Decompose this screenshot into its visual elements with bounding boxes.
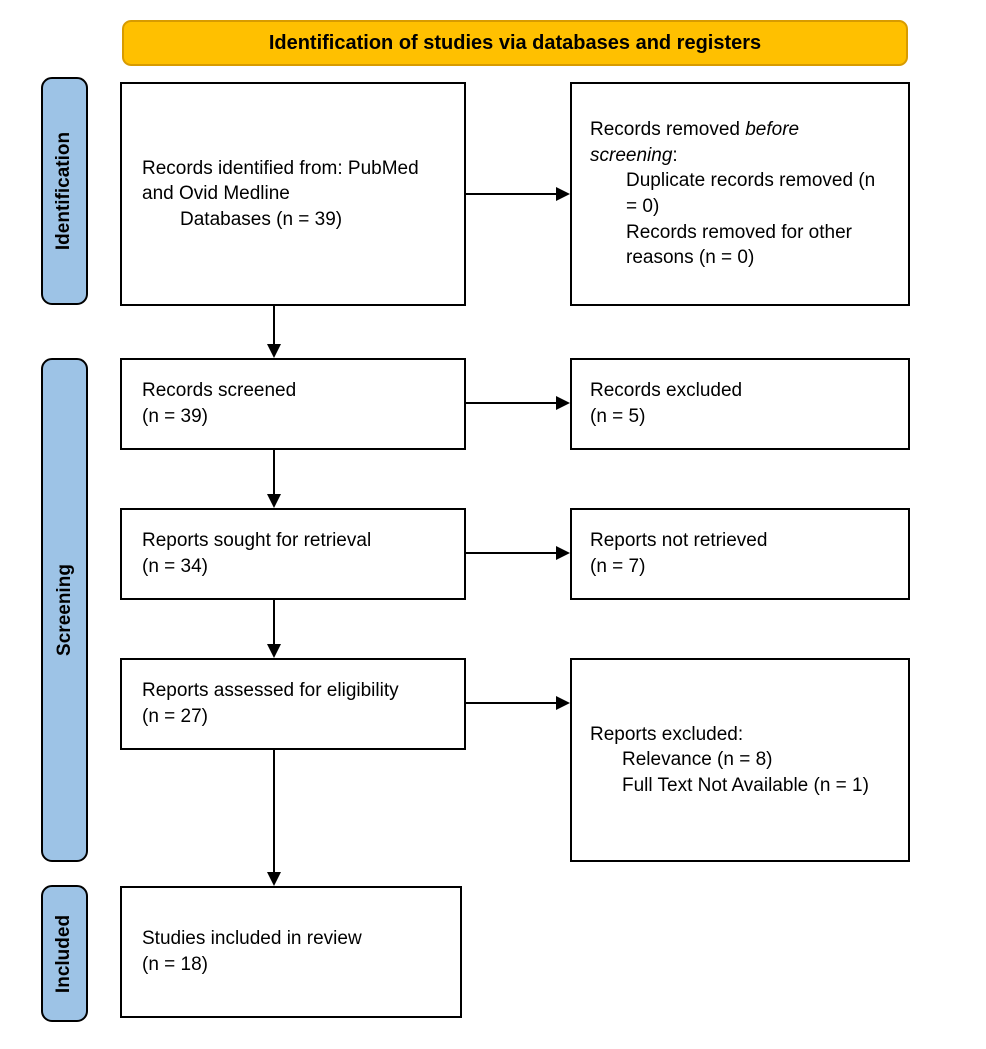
reports-not-retrieved-box: Reports not retrieved (n = 7) (570, 508, 910, 600)
records-identified-text: Records identified from: PubMed and Ovid… (142, 157, 419, 205)
reports-excluded-item-relevance: Relevance (n = 8) (622, 749, 773, 771)
stage-label-screening: Screening (53, 564, 75, 656)
reports-not-retrieved-count: (n = 7) (590, 556, 646, 577)
records-screened-text: Records screened (142, 380, 297, 402)
records-removed-intro-italic-2: screening (590, 144, 673, 166)
records-identified-box: Records identified from: PubMed and Ovid… (120, 82, 466, 306)
arrow-identified-to-screened-icon (267, 306, 281, 358)
reports-sought-text: Reports sought for retrieval (142, 530, 372, 552)
arrow-sought-to-assessed-icon (267, 600, 281, 658)
arrow-assessed-to-included-icon (267, 750, 281, 886)
records-screened-box: Records screened (n = 39) (120, 358, 466, 450)
records-excluded-count: (n = 5) (590, 406, 646, 427)
studies-included-box: Studies included in review (n = 18) (120, 886, 462, 1018)
records-excluded-text: Records excluded (590, 380, 743, 402)
records-removed-intro-suffix: : (672, 144, 678, 166)
studies-included-text: Studies included in review (142, 928, 362, 950)
records-excluded-box: Records excluded (n = 5) (570, 358, 910, 450)
records-removed-intro-italic-1: before (745, 119, 800, 141)
records-identified-count: Databases (n = 39) (180, 208, 343, 230)
diagram-title: Identification of studies via databases … (268, 31, 762, 54)
records-screened-count: (n = 39) (142, 406, 209, 427)
reports-excluded-intro: Reports excluded: (590, 723, 744, 745)
reports-sought-box: Reports sought for retrieval (n = 34) (120, 508, 466, 600)
stage-label-included: Included (53, 914, 75, 993)
stage-bar-screening: Screening (41, 358, 88, 862)
records-removed-box: Records removed before screening: Duplica… (570, 82, 910, 306)
reports-assessed-box: Reports assessed for eligibility (n = 27… (120, 658, 466, 750)
reports-not-retrieved-text: Reports not retrieved (590, 530, 768, 552)
diagram-title-banner: Identification of studies via databases … (122, 20, 908, 66)
arrow-assessed-to-reports-excluded-icon (466, 696, 570, 710)
studies-included-count: (n = 18) (142, 954, 209, 975)
reports-assessed-count: (n = 27) (142, 706, 209, 727)
records-removed-intro: Records removed before screening: (590, 117, 892, 168)
reports-excluded-box: Reports excluded: Relevance (n = 8) Full… (570, 658, 910, 862)
reports-excluded-item-fulltext: Full Text Not Available (n = 1) (622, 774, 869, 796)
records-removed-item-other: Records removed for other reasons (n = 0… (626, 221, 852, 269)
arrow-sought-to-not-retrieved-icon (466, 546, 570, 560)
records-removed-item-duplicates: Duplicate records removed (n = 0) (626, 170, 876, 217)
reports-sought-count: (n = 34) (142, 556, 209, 577)
arrow-identified-to-removed-icon (466, 187, 570, 201)
records-removed-intro-prefix: Records removed (590, 119, 746, 141)
stage-bar-included: Included (41, 885, 88, 1022)
stage-label-identification: Identification (53, 131, 75, 251)
arrow-screened-to-sought-icon (267, 450, 281, 508)
stage-bar-identification: Identification (41, 77, 88, 305)
arrow-screened-to-excluded-icon (466, 396, 570, 410)
reports-assessed-text: Reports assessed for eligibility (142, 680, 399, 702)
